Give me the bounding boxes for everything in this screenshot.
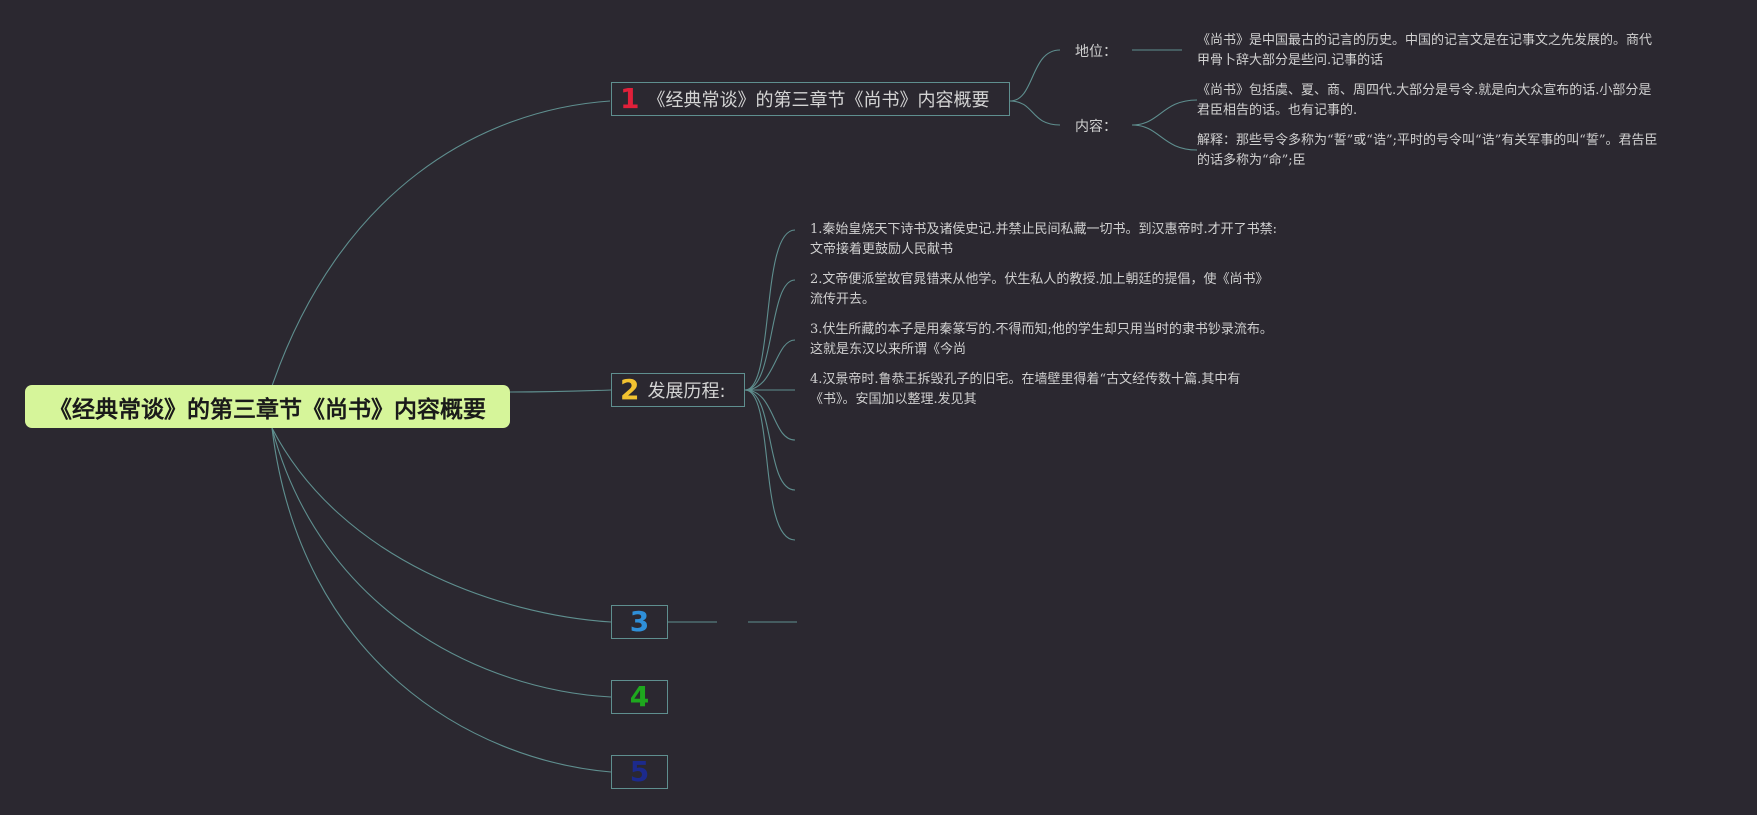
content-text-line2: 君臣相告的话。也有记事的. <box>1197 103 1358 118</box>
status-text-line2: 甲骨卜辞大部分是些问.记事的话 <box>1197 53 1384 68</box>
history-item-2-line2: 流传开去。 <box>810 292 876 307</box>
branch-1-node[interactable]: 1 《经典常谈》的第三章节《尚书》内容概要 <box>611 82 1010 116</box>
history-item-4[interactable]: 4.汉景帝时.鲁恭王拆毁孔子的旧宅。在墙壁里得着“古文经传数十篇.其中有 《书》… <box>810 370 1240 410</box>
explain-text-line2: 的话多称为“命”;臣 <box>1197 153 1306 168</box>
link-root-branch5 <box>271 427 612 773</box>
status-text[interactable]: 《尚书》是中国最古的记言的历史。中国的记言文是在记事文之先发展的。商代 甲骨卜辞… <box>1197 31 1652 71</box>
link-b1-status <box>1009 49 1061 102</box>
history-item-3[interactable]: 3.伏生所藏的本子是用秦篆写的.不得而知;他的学生却只用当时的隶书钞录流布。 这… <box>810 320 1273 360</box>
history-item-3-line2: 这就是东汉以来所谓《今尚 <box>810 342 967 357</box>
branch-3-node[interactable]: 3 <box>611 605 668 639</box>
root-node[interactable]: 《经典常谈》的第三章节《尚书》内容概要 <box>25 385 510 428</box>
history-item-1-line2: 文帝接着更鼓励人民献书 <box>810 242 954 257</box>
history-item-2-line1: 2.文帝便派堂故官晁错来从他学。伏生私人的教授.加上朝廷的提倡，使《尚书》 <box>810 272 1269 287</box>
link-content-text2 <box>1131 124 1198 151</box>
link-content-text1 <box>1131 99 1198 126</box>
explain-text[interactable]: 解释：那些号令多称为“誓”或“诰”;平时的号令叫“诰”有关军事的叫“誓”。君告臣… <box>1197 131 1658 171</box>
explain-text-line1: 解释：那些号令多称为“誓”或“诰”;平时的号令叫“诰”有关军事的叫“誓”。君告臣 <box>1197 133 1658 148</box>
link-root-branch4 <box>271 427 612 698</box>
content-label: 内容： <box>1075 119 1117 135</box>
status-subtopic[interactable]: 地位： <box>1075 41 1117 61</box>
link-b2-item5 <box>744 389 796 441</box>
link-b2-item2 <box>744 279 796 391</box>
link-b2-item6 <box>744 389 796 491</box>
branch-2-node[interactable]: 2 发展历程: <box>611 373 745 407</box>
link-root-branch2 <box>509 389 612 393</box>
branch-4-node[interactable]: 4 <box>611 680 668 714</box>
history-item-3-line1: 3.伏生所藏的本子是用秦篆写的.不得而知;他的学生却只用当时的隶书钞录流布。 <box>810 322 1273 337</box>
history-item-4-line1: 4.汉景帝时.鲁恭王拆毁孔子的旧宅。在墙壁里得着“古文经传数十篇.其中有 <box>810 372 1241 387</box>
link-b2-item3 <box>744 339 796 391</box>
branch-1-label: 《经典常谈》的第三章节《尚书》内容概要 <box>647 90 990 111</box>
history-item-4-line2: 《书》。安国加以整理.发见其 <box>810 392 977 407</box>
link-root-branch1 <box>271 100 611 387</box>
history-item-1-line1: 1.秦始皇烧天下诗书及诸侯史记.并禁止民间私藏一切书。到汉惠帝时.才开了书禁: <box>810 222 1278 237</box>
content-text-line1: 《尚书》包括虞、夏、商、周四代.大部分是号令.就是向大众宣布的话.小部分是 <box>1197 83 1652 98</box>
branch-5-node[interactable]: 5 <box>611 755 668 789</box>
root-label: 《经典常谈》的第三章节《尚书》内容概要 <box>49 396 486 423</box>
history-item-2[interactable]: 2.文帝便派堂故官晁错来从他学。伏生私人的教授.加上朝廷的提倡，使《尚书》 流传… <box>810 270 1269 310</box>
branch-number-5: 5 <box>629 755 650 788</box>
status-text-line1: 《尚书》是中国最古的记言的历史。中国的记言文是在记事文之先发展的。商代 <box>1197 33 1653 48</box>
link-b2-item7 <box>744 389 796 541</box>
link-b2-item1 <box>744 229 796 391</box>
branch-number-1: 1 <box>620 82 640 115</box>
branch-number-2: 2 <box>620 373 640 406</box>
branch-number-3: 3 <box>629 605 650 638</box>
content-subtopic[interactable]: 内容： <box>1075 116 1117 136</box>
status-label: 地位： <box>1075 44 1117 60</box>
link-root-branch3 <box>271 427 612 623</box>
history-item-1[interactable]: 1.秦始皇烧天下诗书及诸侯史记.并禁止民间私藏一切书。到汉惠帝时.才开了书禁: … <box>810 220 1277 260</box>
content-text[interactable]: 《尚书》包括虞、夏、商、周四代.大部分是号令.就是向大众宣布的话.小部分是 君臣… <box>1197 81 1651 121</box>
link-b1-content <box>1009 100 1061 126</box>
branch-number-4: 4 <box>629 680 650 713</box>
branch-2-label: 发展历程: <box>647 381 726 402</box>
